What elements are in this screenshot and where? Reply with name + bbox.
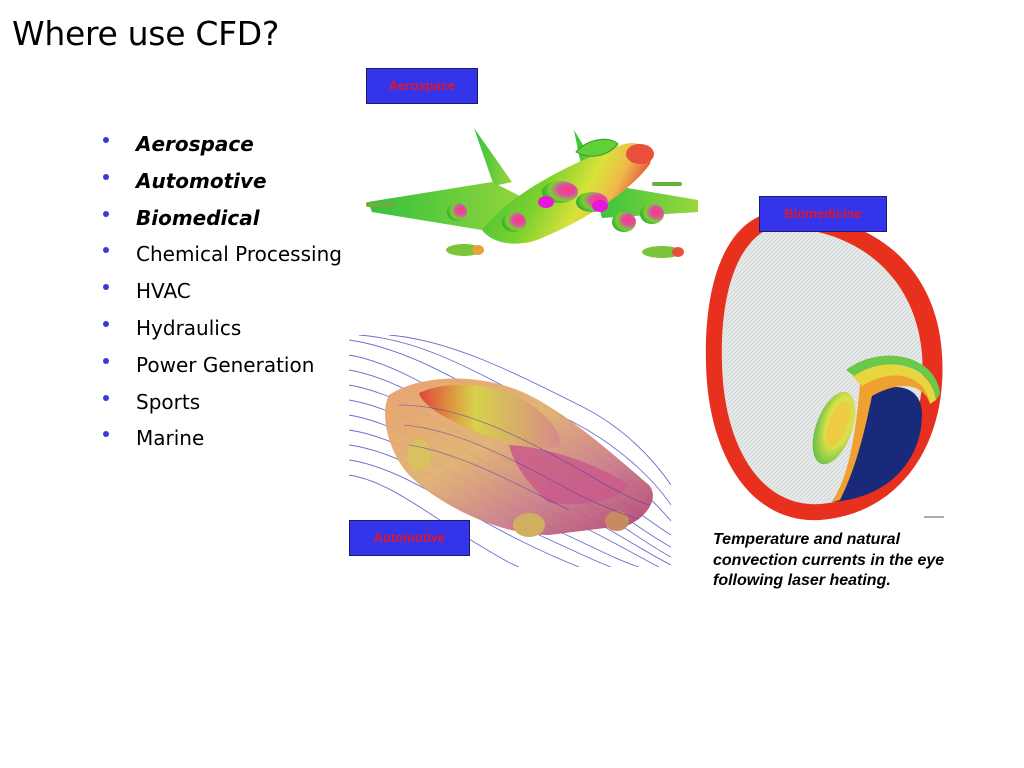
list-item-label: HVAC	[136, 279, 191, 304]
car-cfd-image	[349, 335, 671, 567]
list-item: HVAC	[100, 275, 342, 312]
jet-cfd-image	[366, 128, 698, 258]
aerospace-tag-label: Aerospace	[388, 78, 456, 93]
eye-cfd-image	[705, 213, 944, 521]
list-item: Biomedical	[100, 202, 342, 239]
list-item-label: Biomedical	[136, 205, 260, 230]
bullet-icon	[103, 247, 109, 254]
aerospace-tag: Aerospace	[366, 68, 478, 104]
list-item-label: Power Generation	[136, 352, 315, 377]
list-item: Marine	[100, 422, 342, 459]
eye-caption: Temperature and natural convection curre…	[713, 531, 945, 589]
list-item-label: Aerospace	[136, 132, 254, 156]
bullet-icon	[103, 284, 109, 291]
automotive-tag-label: Automotive	[373, 530, 446, 545]
automotive-tag: Automotive	[349, 520, 470, 556]
bullet-icon	[103, 357, 109, 364]
list-item: Aerospace	[100, 128, 342, 165]
biomedicine-tag-label: Biomedicine	[784, 206, 862, 221]
list-item: Sports	[100, 386, 342, 423]
list-item-label: Automotive	[136, 168, 267, 193]
list-item-label: Sports	[136, 389, 201, 414]
bullet-icon	[103, 394, 109, 401]
list-item: Automotive	[100, 165, 342, 202]
list-item-label: Chemical Processing	[136, 242, 342, 267]
application-list: Aerospace Automotive Biomedical Chemical…	[100, 128, 342, 459]
biomedicine-tag: Biomedicine	[759, 196, 887, 232]
bullet-icon	[103, 173, 109, 180]
bullet-icon	[103, 320, 109, 327]
list-item: Hydraulics	[100, 312, 342, 349]
list-item: Chemical Processing	[100, 238, 342, 275]
slide-title: Where use CFD?	[12, 14, 280, 53]
bullet-icon	[103, 431, 109, 438]
list-item-label: Hydraulics	[136, 315, 242, 340]
list-item: Power Generation	[100, 349, 342, 386]
bullet-icon	[103, 210, 109, 217]
list-item-label: Marine	[136, 426, 205, 451]
bullet-icon	[103, 137, 109, 143]
